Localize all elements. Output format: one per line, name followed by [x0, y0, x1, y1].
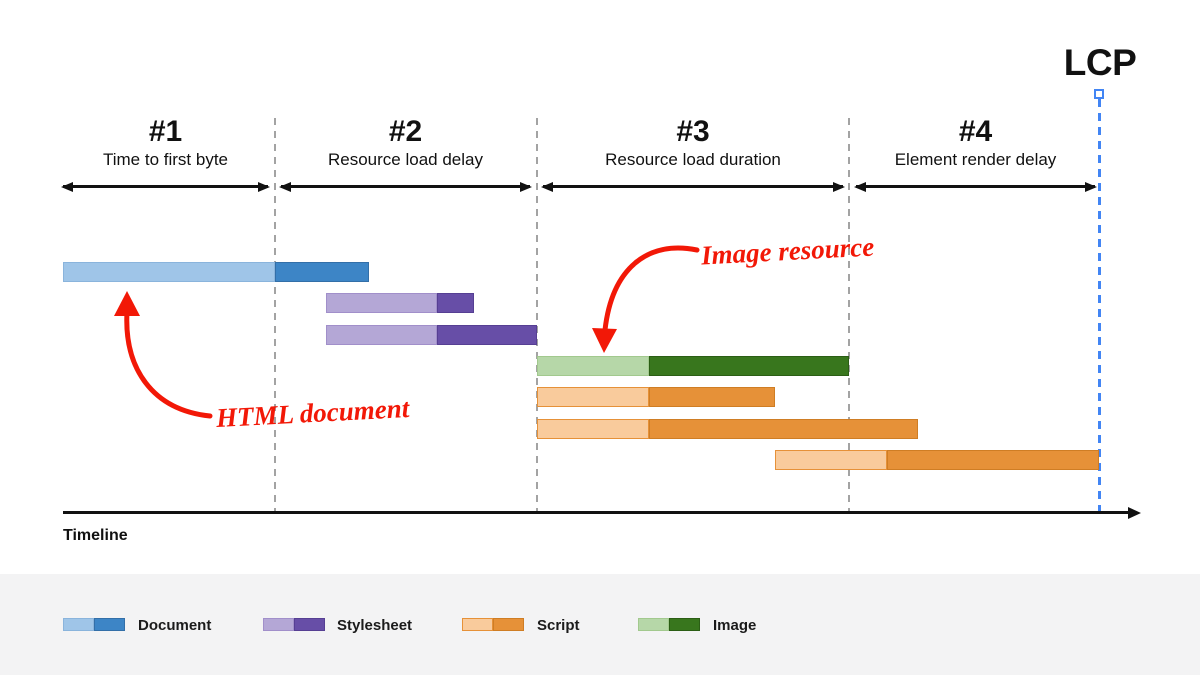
legend-swatch-image	[638, 618, 700, 631]
phase-name: Resource load duration	[605, 150, 781, 169]
bar-dark-segment	[887, 450, 1099, 470]
phase-name: Element render delay	[894, 150, 1057, 169]
bar-dark-segment	[649, 419, 918, 439]
phase-extent-arrow	[63, 185, 268, 188]
bar-light-segment	[326, 293, 437, 313]
legend-swatch-stylesheet	[263, 618, 325, 631]
lcp-title: LCP	[1063, 42, 1137, 83]
legend-swatch-dark	[94, 618, 125, 631]
phase-number: #4	[958, 115, 993, 148]
legend-swatch-dark	[669, 618, 700, 631]
bar-stylesheet	[326, 325, 537, 345]
bar-stylesheet	[326, 293, 474, 313]
phase-name: Time to first byte	[102, 150, 228, 169]
phase-extent-arrow	[543, 185, 843, 188]
bar-light-segment	[537, 356, 649, 376]
phase-number: #1	[148, 115, 183, 148]
phase-name: Resource load delay	[328, 150, 483, 169]
lcp-dashed-line	[1098, 99, 1101, 513]
legend-label: Script	[537, 617, 580, 634]
legend-swatch-light	[263, 618, 294, 631]
phase-extent-arrow	[281, 185, 530, 188]
bar-script	[537, 419, 918, 439]
timeline-label: Timeline	[63, 527, 128, 544]
annotation-html-document: HTML document	[215, 392, 410, 434]
phase-number: #2	[388, 115, 423, 148]
legend-swatch-dark	[493, 618, 524, 631]
phase-extent-arrow	[856, 185, 1095, 188]
timeline-axis-arrowhead	[1128, 506, 1141, 519]
bar-script	[537, 387, 775, 407]
phase-separator-line	[274, 118, 276, 513]
legend-swatch-script	[462, 618, 524, 631]
legend-swatch-document	[63, 618, 125, 631]
legend-label: Stylesheet	[337, 617, 413, 634]
image-resource-arrow	[602, 245, 700, 333]
legend-label: Document	[138, 617, 212, 634]
bar-image	[537, 356, 849, 376]
phase-separator-line	[848, 118, 850, 513]
bar-light-segment	[537, 387, 649, 407]
timeline-axis	[63, 511, 1129, 514]
bar-script	[775, 450, 1099, 470]
legend-label: Image	[713, 617, 757, 634]
phase-separator-line	[536, 118, 538, 513]
legend-band: Document Stylesheet Script Image	[0, 574, 1200, 675]
legend-swatch-light	[63, 618, 94, 631]
html-document-arrowhead	[114, 291, 140, 316]
bar-dark-segment	[649, 387, 775, 407]
legend-swatch-light	[638, 618, 669, 631]
bar-dark-segment	[275, 262, 369, 282]
image-resource-arrowhead	[592, 328, 617, 353]
bar-document	[63, 262, 369, 282]
bar-light-segment	[537, 419, 649, 439]
bar-light-segment	[326, 325, 437, 345]
bar-dark-segment	[437, 293, 474, 313]
lcp-line-marker	[1094, 89, 1104, 99]
bar-dark-segment	[649, 356, 849, 376]
html-document-arrow	[124, 309, 213, 419]
bar-light-segment	[775, 450, 887, 470]
bar-light-segment	[63, 262, 275, 282]
bar-dark-segment	[437, 325, 537, 345]
phase-number: #3	[676, 115, 710, 148]
legend-swatch-dark	[294, 618, 325, 631]
legend-swatch-light	[462, 618, 493, 631]
